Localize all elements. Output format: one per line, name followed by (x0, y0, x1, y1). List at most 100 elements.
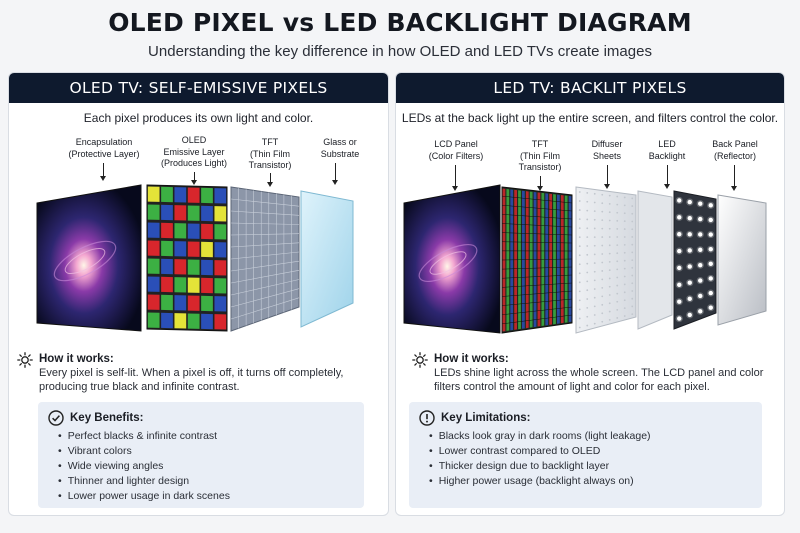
list-item: Perfect blacks & infinite contrast (58, 429, 354, 444)
oled-pixel (161, 204, 173, 221)
led-light (708, 276, 713, 281)
oled-pixel (201, 223, 213, 240)
led-arrow-backlight (664, 165, 670, 189)
oled-how-text: Every pixel is self-lit. When a pixel is… (39, 367, 344, 393)
led-light (708, 203, 713, 208)
led-screen-layer (403, 184, 501, 334)
oled-pixel (214, 206, 227, 222)
oled-pixel (187, 277, 200, 293)
led-arrow-backpanel (731, 165, 737, 191)
oled-pixel (174, 277, 187, 293)
led-arrow-tft (537, 176, 543, 191)
oled-pixel (161, 294, 173, 311)
led-light (687, 199, 692, 205)
oled-pixel (161, 240, 173, 257)
led-arrow-lcd (452, 165, 458, 191)
oled-emissive-layer (146, 184, 228, 332)
exclamation-circle-icon (419, 410, 435, 426)
oled-pixel (161, 222, 173, 239)
oled-pixel (201, 295, 213, 312)
led-light (687, 280, 692, 285)
led-how-title: How it works: (434, 353, 509, 365)
oled-pixel (187, 223, 200, 239)
oled-arrow-emissive (191, 172, 197, 185)
oled-how-title: How it works: (39, 353, 114, 365)
oled-layer-stack (36, 184, 354, 332)
oled-pixel (174, 259, 187, 275)
oled-box-title: Key Benefits: (70, 412, 144, 424)
oled-pixel (201, 187, 213, 204)
list-item: Higher power usage (backlight always on) (429, 474, 752, 489)
led-light (698, 309, 703, 314)
led-light (687, 248, 692, 253)
led-panel-header: LED TV: BACKLIT PIXELS (396, 73, 784, 103)
oled-pixel (201, 241, 213, 258)
oled-pixel (147, 294, 160, 310)
led-light (687, 232, 692, 237)
led-light (677, 316, 682, 321)
oled-pixel (147, 240, 160, 256)
led-intro: LEDs at the back light up the entire scr… (401, 111, 779, 125)
oled-pixel (187, 295, 200, 311)
oled-pixel (174, 313, 187, 329)
oled-pixel (174, 241, 187, 257)
oled-arrow-encapsulation (100, 163, 106, 181)
oled-pixel (187, 205, 200, 221)
oled-pixel (174, 205, 187, 221)
oled-pixel (174, 187, 187, 203)
oled-pixel (147, 276, 160, 292)
oled-screen-layer (36, 184, 142, 332)
oled-pixel (201, 259, 213, 276)
led-limitations-box: Key Limitations: Blacks look gray in dar… (409, 402, 762, 508)
led-layer-stack (403, 184, 767, 334)
oled-how-it-works: How it works: Every pixel is self-lit. W… (17, 352, 378, 394)
list-item: Thicker design due to backlight layer (429, 459, 752, 474)
led-light (698, 247, 703, 253)
led-light (698, 262, 703, 268)
oled-pixel (161, 258, 173, 275)
led-light (708, 232, 713, 237)
led-light (708, 217, 713, 223)
oled-pixel (201, 313, 213, 330)
oled-arrow-glass (332, 163, 338, 185)
oled-pixel (174, 223, 187, 239)
sun-icon (17, 352, 33, 368)
sun-icon (412, 352, 428, 368)
oled-benefits-box: Key Benefits: Perfect blacks & infinite … (38, 402, 364, 508)
led-light (708, 290, 713, 296)
check-circle-icon (48, 410, 64, 426)
led-light (677, 248, 682, 254)
oled-pixel (161, 186, 173, 203)
oled-pixel (147, 222, 160, 238)
led-label-backpanel: Back Panel(Reflector) (712, 139, 758, 161)
led-light (687, 264, 692, 269)
oled-pixel (174, 295, 187, 311)
led-box-title: Key Limitations: (441, 412, 531, 424)
oled-glass-layer (300, 190, 354, 328)
page-title: OLED PIXEL vs LED BACKLIGHT DIAGRAM (108, 8, 692, 37)
list-item: Lower contrast compared to OLED (429, 444, 752, 459)
led-light (677, 198, 682, 203)
oled-pixel (147, 186, 160, 202)
led-how-text: LEDs shine light across the whole screen… (434, 367, 764, 393)
led-light (708, 261, 713, 267)
led-light (698, 232, 703, 237)
led-light (677, 282, 682, 288)
oled-pixel (161, 276, 173, 293)
led-light (677, 215, 682, 220)
oled-label-encapsulation: Encapsulation(Protective Layer) (68, 137, 140, 159)
oled-pixel (201, 205, 213, 222)
oled-intro: Each pixel produces its own light and co… (83, 111, 314, 125)
oled-pixel (214, 260, 227, 276)
led-light (687, 296, 692, 302)
led-arrow-diffuser (604, 165, 610, 189)
list-item: Blacks look gray in dark rooms (light le… (429, 429, 752, 444)
oled-pixel (187, 187, 200, 203)
led-light (698, 293, 703, 299)
led-panel: LED TV: BACKLIT PIXELS LEDs at the back … (395, 72, 785, 516)
